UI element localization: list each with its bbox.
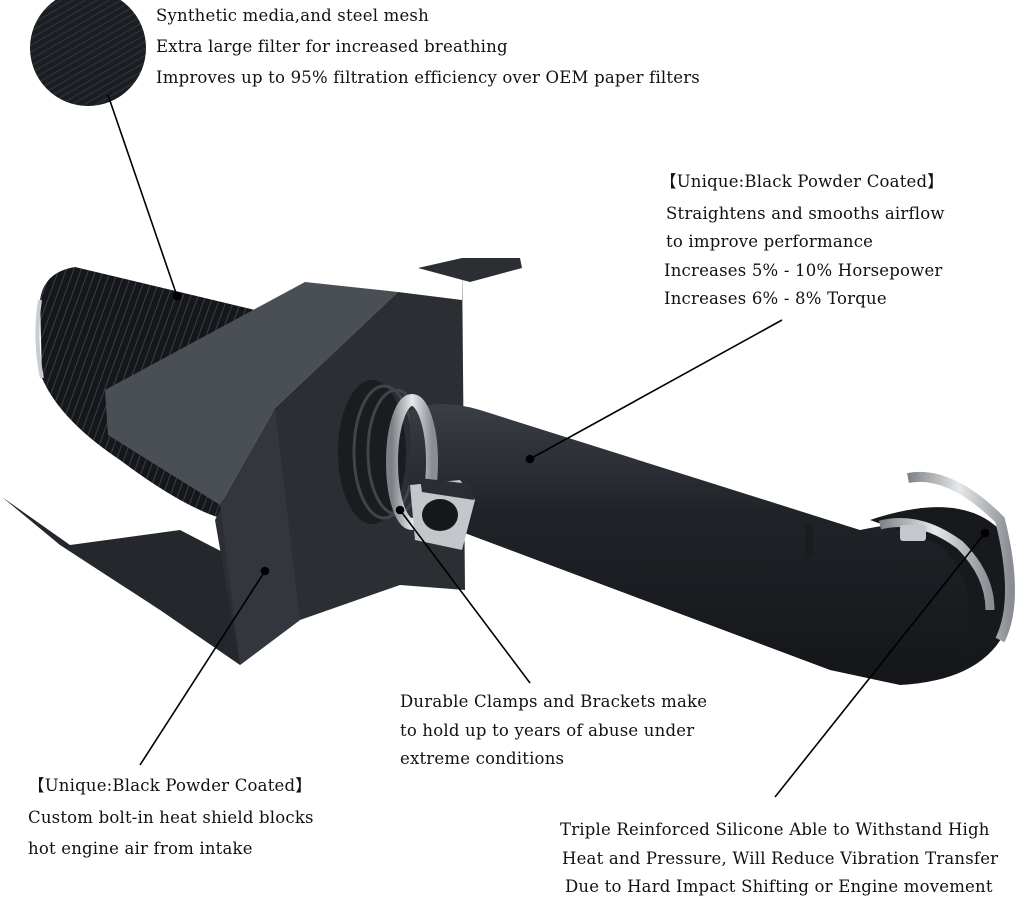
intake-tube — [409, 404, 1015, 685]
leader-lines — [107, 94, 990, 798]
tube-callout-line: Straightens and smooths airflow — [666, 203, 945, 223]
filter-callout-line: Synthetic media,and steel mesh — [156, 6, 429, 25]
tube-callout-line: to improve performance — [666, 232, 874, 251]
clamps — [386, 394, 1015, 643]
clamp-callout-line: to hold up to years of abuse under — [400, 720, 695, 740]
tube-callout-line: Increases 5% - 10% Horsepower — [664, 260, 943, 280]
heat-shield-flange — [2, 497, 240, 665]
shield-callout-line: Custom bolt-in heat shield blocks — [28, 807, 314, 827]
silicone-callout: Triple Reinforced Silicone Able to Withs… — [560, 816, 998, 902]
filter-media-swatch — [30, 0, 146, 106]
silicone-callout-line: Heat and Pressure, Will Reduce Vibration… — [562, 848, 999, 868]
sensor-bracket — [410, 478, 475, 550]
filter-callout-line: Extra large filter for increased breathi… — [156, 36, 508, 56]
silicone-callout-line: Triple Reinforced Silicone Able to Withs… — [560, 820, 990, 839]
shield-callout: 【Unique:Black Powder Coated】 Custom bolt… — [28, 772, 314, 864]
shield-callout-heading: 【Unique:Black Powder Coated】 — [28, 776, 312, 795]
clamp-callout: Durable Clamps and Brackets make to hold… — [400, 688, 707, 774]
tube-callout-line: Increases 6% - 8% Torque — [664, 289, 887, 308]
clamp-callout-line: extreme conditions — [400, 749, 565, 768]
shield-callout-line: hot engine air from intake — [28, 839, 253, 858]
filter-callout: Synthetic media,and steel mesh Extra lar… — [156, 2, 700, 93]
clamp-callout-line: Durable Clamps and Brackets make — [400, 692, 708, 711]
silicone-callout-line: Due to Hard Impact Shifting or Engine mo… — [565, 877, 993, 896]
filter-callout-line: Improves up to 95% filtration efficiency… — [156, 68, 700, 87]
tube-callout-heading: 【Unique:Black Powder Coated】 — [660, 172, 944, 191]
tube-callout: 【Unique:Black Powder Coated】 Straightens… — [660, 168, 945, 314]
